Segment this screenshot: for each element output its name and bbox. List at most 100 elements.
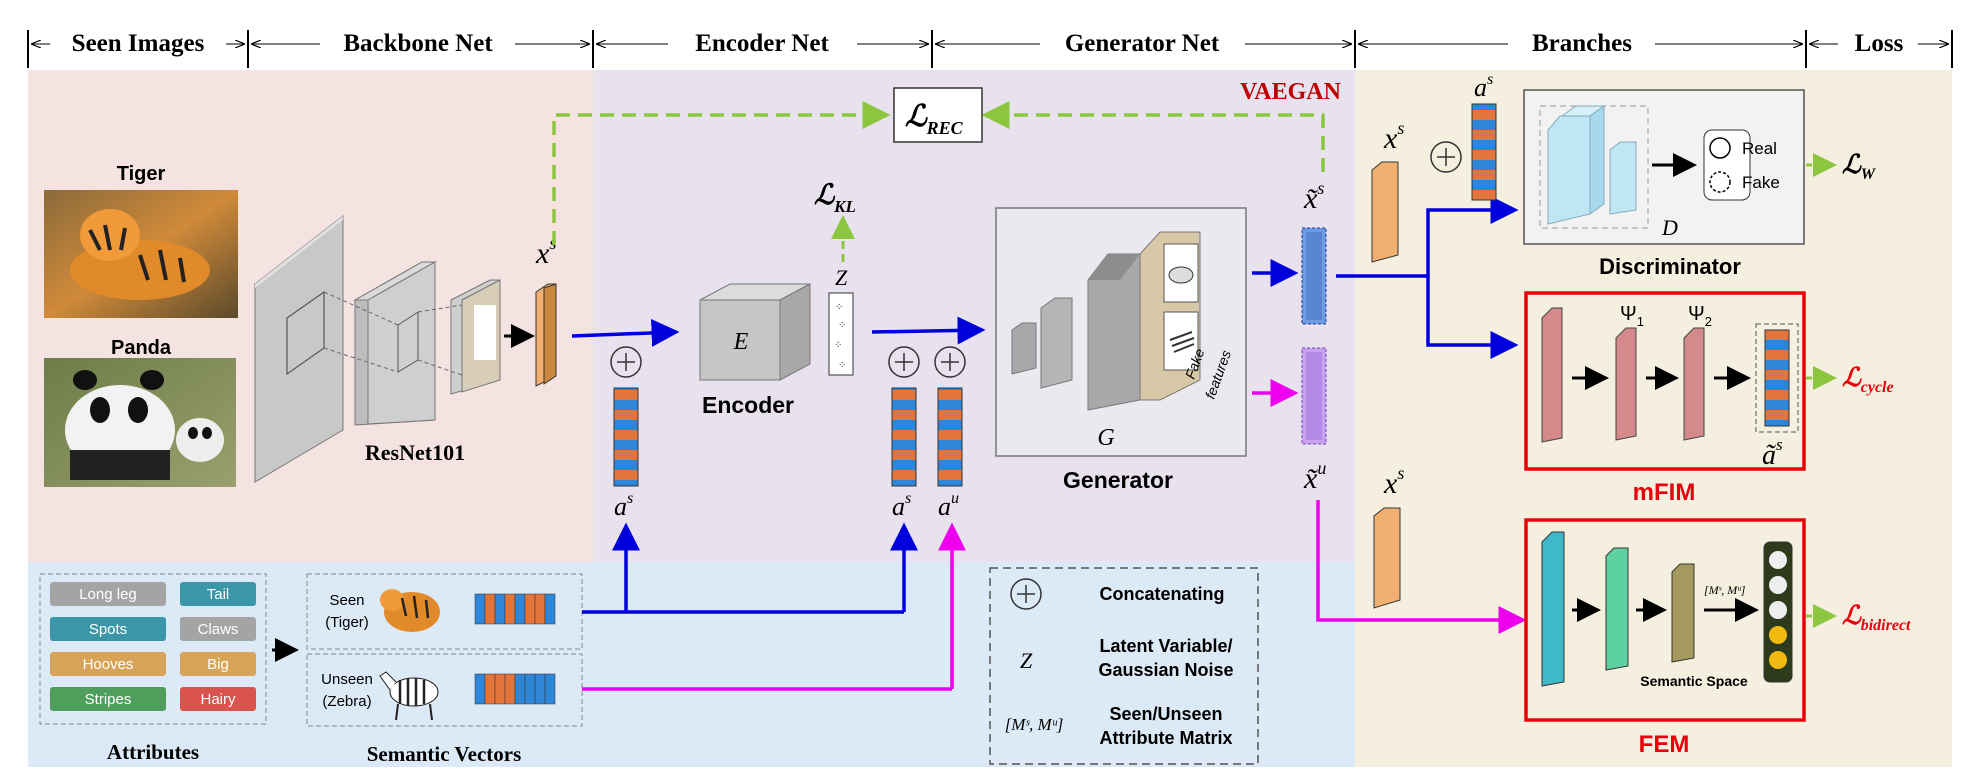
- unseen-zebra-thumbnail: [379, 671, 439, 721]
- vaegan-label: VAEGAN: [1240, 79, 1342, 105]
- legend-matrix-label-1: Seen/Unseen: [1109, 704, 1222, 724]
- svg-text:⁘: ⁘: [838, 360, 846, 371]
- concat-symbol-2: [888, 346, 920, 378]
- vector-cell: [484, 593, 496, 625]
- generator-layers: [1011, 231, 1201, 411]
- rec-loss-path-left: [552, 101, 891, 245]
- header-loss: Loss: [1855, 30, 1904, 57]
- attribute-chip-label: Claws: [198, 621, 239, 638]
- attribute-chip: [50, 582, 166, 606]
- tiger-label: Tiger: [117, 163, 166, 185]
- seen-semantic-vector: [474, 593, 556, 625]
- fem-layers: [1541, 531, 1695, 687]
- xs-tilde-label: x̃s: [1303, 178, 1324, 215]
- attribute-chip: [180, 617, 256, 641]
- concat-symbol-1: [610, 346, 642, 378]
- xs-to-discriminator-arrow: [1336, 196, 1519, 278]
- disc-xs-vector: [1371, 161, 1399, 263]
- vector-cell: [514, 593, 526, 625]
- vector-cell: [524, 673, 536, 705]
- header-backbone: Backbone Net: [343, 30, 493, 57]
- as-vector-1: [613, 387, 639, 487]
- attributes-title: Attributes: [107, 740, 199, 764]
- attribute-chip: [50, 687, 166, 711]
- xu-tilde-label: x̃u: [1303, 458, 1326, 495]
- real-label: Real: [1742, 139, 1777, 158]
- vector-cell: [504, 673, 516, 705]
- unseen-sub-label: (Zebra): [322, 693, 371, 710]
- vector-cell: [514, 673, 526, 705]
- mfim-label: mFIM: [1633, 479, 1696, 506]
- xs-tilde-vector: [1301, 227, 1327, 325]
- resnet-label: ResNet101: [365, 440, 465, 465]
- panda-image: [44, 358, 236, 487]
- attribute-chip-label: Big: [207, 656, 229, 673]
- legend-matrix-label-2: Attribute Matrix: [1099, 728, 1232, 748]
- legend-concat-icon: [1010, 578, 1042, 610]
- fake-label: Fake: [1742, 173, 1780, 192]
- disc-xs-label: xs: [1383, 118, 1404, 155]
- au-vector: [937, 387, 963, 487]
- vector-cell: [504, 593, 516, 625]
- panda-label: Panda: [111, 337, 172, 359]
- discriminator-layers: [1547, 105, 1637, 225]
- attribute-chip-label: Spots: [89, 621, 127, 638]
- fake-indicator-icon: [1709, 171, 1731, 193]
- vector-cell: [494, 593, 506, 625]
- psi1-label: Ψ1: [1620, 303, 1644, 329]
- a-tilde-vector: [1764, 329, 1790, 427]
- attributes-box: [39, 573, 267, 725]
- legend-box: [989, 567, 1259, 765]
- attribute-chip: [50, 652, 166, 676]
- rec-loss-box: [893, 87, 983, 143]
- encoder-label: Encoder: [702, 392, 794, 418]
- disc-as-label: as: [1474, 71, 1493, 102]
- header-branches: Branches: [1532, 30, 1632, 57]
- vector-cell: [474, 673, 486, 705]
- fem-box: [1524, 518, 1806, 722]
- attribute-chip-label: Long leg: [79, 586, 137, 603]
- semantic-space-label: Semantic Space: [1640, 673, 1748, 689]
- as-label-2: as: [892, 490, 911, 521]
- resnet-backbone: [254, 214, 501, 483]
- a-tilde-label: ãs: [1762, 435, 1783, 471]
- w-loss-label: ℒW: [1842, 150, 1877, 183]
- unseen-vector-box: [306, 653, 583, 727]
- semantic-space-icon: [1763, 541, 1793, 683]
- fem-xs-vector: [1373, 507, 1401, 609]
- vector-cell: [534, 673, 546, 705]
- discriminator-label: Discriminator: [1599, 254, 1741, 279]
- concat-symbol-3: [934, 346, 966, 378]
- kl-loss-label: ℒKL: [814, 180, 856, 216]
- bidirect-loss-label: ℒbidirect: [1842, 601, 1911, 634]
- vector-cell: [524, 593, 536, 625]
- attribute-chip: [50, 617, 166, 641]
- attribute-chip-label: Stripes: [85, 691, 132, 708]
- svg-text:⁘: ⁘: [838, 320, 846, 331]
- seen-tiger-thumbnail: [380, 589, 440, 632]
- concat-symbol-4: [1430, 141, 1462, 173]
- unseen-semantic-vector: [474, 673, 556, 705]
- fem-label: FEM: [1639, 731, 1690, 758]
- attribute-chip-label: Hooves: [83, 656, 134, 673]
- as-vector-2: [891, 387, 917, 487]
- vector-cell: [544, 673, 556, 705]
- disc-as-vector: [1471, 103, 1497, 201]
- au-label: au: [938, 490, 959, 521]
- encoder-letter: E: [733, 329, 749, 355]
- vector-cell: [494, 673, 506, 705]
- attribute-chip-label: Hairy: [200, 691, 236, 708]
- xs-feature-vector: [535, 283, 557, 387]
- attribute-chip: [180, 652, 256, 676]
- z-to-generator-arrow: [871, 316, 986, 345]
- rec-loss-path-right: [981, 101, 1325, 172]
- legend-z-symbol: Z: [1020, 648, 1033, 673]
- vector-cell: [534, 593, 546, 625]
- svg-text:⁘: ⁘: [834, 340, 842, 351]
- rec-loss-label: ℒREC: [905, 100, 964, 138]
- seen-sub-label: (Tiger): [325, 614, 369, 631]
- header-generator: Generator Net: [1065, 30, 1220, 57]
- generator-letter: G: [1097, 425, 1114, 451]
- generator-label: Generator: [1063, 467, 1173, 493]
